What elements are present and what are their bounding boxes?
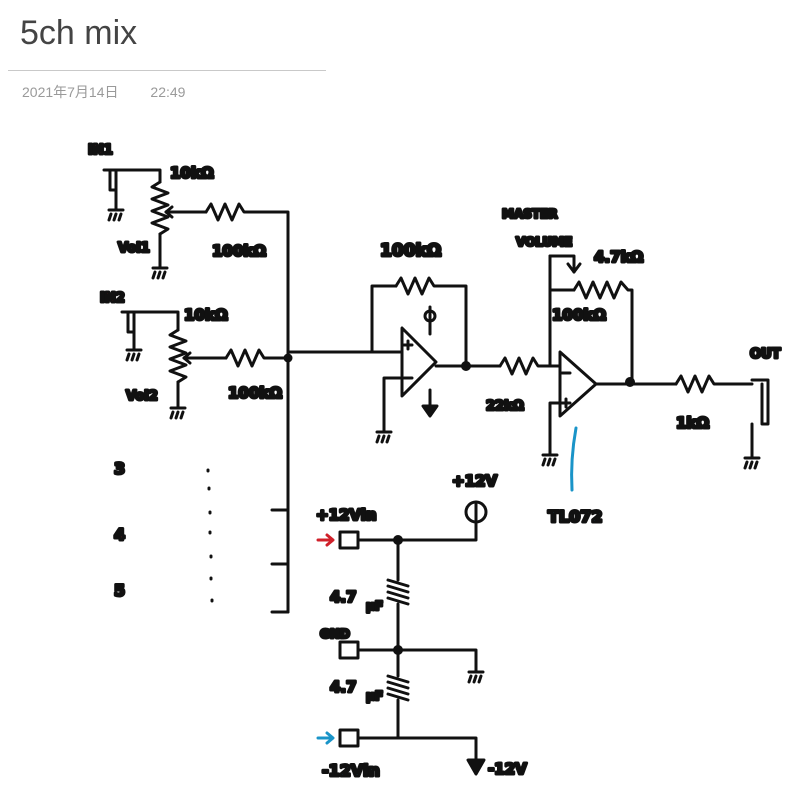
- plus12-label: +12V: [452, 472, 497, 490]
- gnd-label: GND: [320, 627, 350, 641]
- page-title: 5ch mix: [20, 14, 138, 52]
- cap1-unit-label: μF: [366, 599, 383, 613]
- mix-amp: [286, 276, 502, 444]
- in2-jack-ground: [125, 330, 143, 362]
- ch3-label: 3: [114, 459, 125, 478]
- r-in2-label: 100kΩ: [228, 384, 282, 402]
- r-out-label: 1kΩ: [676, 414, 709, 432]
- r-couple-label: 22kΩ: [486, 399, 524, 414]
- channel-1: [102, 168, 290, 614]
- in1-jack: [102, 168, 118, 192]
- channel-3-5-taps: [206, 353, 293, 614]
- pot1-value-label: 10kΩ: [170, 164, 214, 182]
- ch4-label: 4: [114, 525, 125, 544]
- tl072-label: TL072: [548, 507, 603, 526]
- vol2-label: Vol2: [126, 389, 158, 404]
- opamp1: [400, 326, 438, 398]
- master-label-line1: MASTER: [502, 207, 558, 221]
- timestamp: 2021年7月14日 22:49: [22, 82, 213, 102]
- r-out: [674, 374, 754, 394]
- plus12-in-label: +12Vin: [316, 506, 377, 524]
- plus12-arrow: [316, 533, 335, 547]
- tl072-pointer: [570, 426, 578, 492]
- title-divider: [8, 70, 326, 71]
- r-feedback1-label: 100kΩ: [380, 241, 441, 261]
- r-couple: [498, 356, 562, 376]
- r-in2: [224, 348, 290, 368]
- cap2-value-label: 4.7: [330, 678, 357, 696]
- cap2-unit-label: μF: [366, 689, 383, 703]
- gnd-input-terminal: [338, 640, 360, 660]
- power-section: [316, 500, 488, 776]
- opamp2: [558, 350, 598, 418]
- date-text: 2021年7月14日: [22, 84, 119, 100]
- r-feedback2-label: 100kΩ: [552, 306, 606, 324]
- r-feedback1: [394, 276, 468, 368]
- minus12-input-terminal: [338, 728, 360, 748]
- in1-jack-ground: [107, 188, 125, 222]
- minus12-arrow: [316, 731, 335, 745]
- master-amp: [498, 254, 770, 492]
- vol1-label: Vol1: [118, 241, 150, 256]
- channel-2: [120, 310, 290, 420]
- out-label: OUT: [750, 347, 781, 362]
- cap2: [386, 674, 410, 702]
- in2-label: IN2: [100, 291, 125, 306]
- master-volume-pot: [572, 280, 634, 382]
- minus12-in-label: -12Vin: [322, 761, 380, 780]
- master-label-line2: VOLUME: [516, 235, 572, 249]
- in2-jack: [120, 310, 136, 334]
- plus12-input-terminal: [338, 530, 360, 550]
- cap1: [386, 578, 410, 606]
- time-text: 22:49: [150, 84, 186, 100]
- r-in1: [204, 202, 290, 614]
- cap1-value-label: 4.7: [330, 588, 357, 606]
- in1-label: IN1: [88, 143, 113, 158]
- pot2-value-label: 10kΩ: [184, 306, 228, 324]
- out-jack: [750, 378, 770, 426]
- minus12-label: -12V: [488, 760, 527, 778]
- vol2-pot: [168, 328, 188, 384]
- ch5-label: 5: [114, 581, 125, 600]
- vol1-pot: [150, 180, 170, 236]
- master-pot-label: 4.7kΩ: [594, 248, 644, 266]
- r-in1-label: 100kΩ: [212, 242, 266, 260]
- ellipsis-dots: [206, 468, 214, 603]
